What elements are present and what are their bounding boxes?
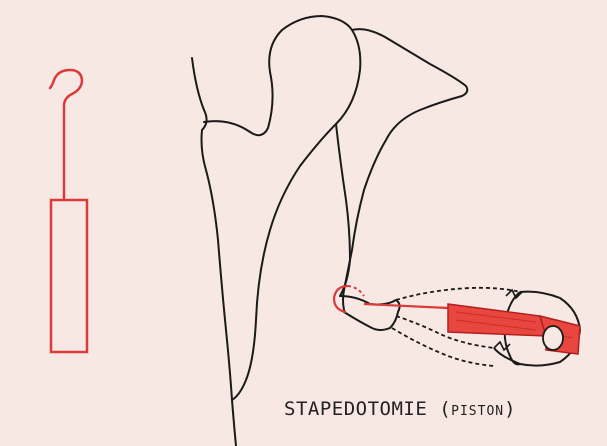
prosthesis-loop: [334, 286, 348, 312]
piston-prosthesis-icon: [50, 70, 87, 352]
incus-body: [343, 29, 467, 310]
caption-close: ): [504, 398, 516, 420]
malleus-contour: [192, 58, 236, 446]
diagram-caption: STAPEDOTOMIE (PISTON): [284, 398, 516, 420]
footplate-hole: [543, 326, 563, 350]
caption-small: PISTON: [451, 404, 504, 419]
lenticular-process: [340, 296, 400, 330]
ossicles-outline: [192, 16, 467, 446]
incus-long-process: [336, 124, 350, 296]
prosthesis-wire: [364, 304, 448, 308]
caption-main: STAPEDOTOMIE (: [284, 398, 451, 420]
prosthesis-hook: [50, 70, 82, 200]
prosthesis-shaft: [51, 200, 87, 352]
